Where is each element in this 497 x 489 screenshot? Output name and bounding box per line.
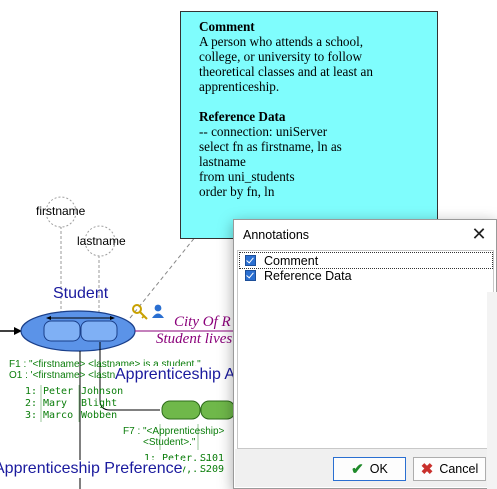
fact-role-box-2[interactable] <box>200 400 236 420</box>
reference-data-checkbox[interactable] <box>245 270 256 281</box>
f7-row-b: S101 <box>200 453 225 464</box>
preference-label: Apprenticeship Preference <box>0 460 183 478</box>
reference-line: from uni_students <box>199 169 295 184</box>
f7-row-a: Mary,... <box>162 464 211 475</box>
student-role-box-1[interactable] <box>43 320 81 342</box>
f7-row-num: 1: <box>144 453 157 464</box>
lives-label: Student lives <box>156 331 233 347</box>
dialog-footer: ✔ OK ✖ Cancel <box>235 449 495 487</box>
list-item-comment[interactable]: Comment <box>239 252 493 269</box>
comment-checkbox[interactable] <box>245 255 256 266</box>
student-entity-label: Student <box>53 285 109 302</box>
population-row-last: Blight <box>81 398 118 409</box>
list-item-reference-data[interactable]: Reference Data <box>240 268 492 283</box>
check-icon: ✔ <box>351 461 364 478</box>
lastname-label: lastname <box>77 234 126 248</box>
population-row-last: Johnson <box>81 386 124 397</box>
person-icon <box>152 304 164 318</box>
reference-heading: Reference Data <box>199 109 286 124</box>
uniqueness-left-tip <box>46 316 51 320</box>
annotations-list[interactable]: Comment Reference Data <box>237 250 494 449</box>
population-row-num: 1: <box>25 386 38 397</box>
population-row-last: Wobben <box>81 410 118 421</box>
ok-button[interactable]: ✔ OK <box>333 457 406 481</box>
reference-line: order by fn, ln <box>199 184 275 199</box>
fact-role-box-1[interactable] <box>161 400 201 420</box>
comment-heading: Comment <box>199 19 255 34</box>
ok-label: OK <box>369 462 388 476</box>
comment-line: A person who attends a school, <box>199 34 364 49</box>
lastname-attribute-shape[interactable] <box>84 225 116 257</box>
note-spacer <box>199 94 419 109</box>
f7-verbalization-line1: F7 : "<Apprenticeship> <box>123 426 225 437</box>
apprenticeship-label: Apprenticeship A <box>115 366 236 384</box>
cancel-label: Cancel <box>439 462 479 476</box>
population-row-num: 2: <box>25 398 38 409</box>
vertical-scrollbar[interactable] <box>487 292 497 489</box>
close-icon[interactable]: ✕ <box>471 223 487 244</box>
comment-line: college, or university to follow <box>199 49 362 64</box>
reference-line: select fn as firstname, ln as <box>199 139 342 154</box>
cancel-button[interactable]: ✖ Cancel <box>413 457 486 481</box>
o1-verbalization: O1 : '<firstname> <lastname> <box>9 370 141 381</box>
student-role-box-2[interactable] <box>80 320 118 342</box>
population-row-first: Marco <box>43 410 74 421</box>
reference-line: -- connection: uniServer <box>199 124 328 139</box>
comment-note[interactable]: Comment A person who attends a school, c… <box>180 11 438 239</box>
firstname-label: firstname <box>36 204 86 218</box>
reference-line: lastname <box>199 154 246 169</box>
apprenticeship-connector <box>99 342 160 411</box>
arrow-head <box>14 327 22 335</box>
list-item-label: Comment <box>264 253 319 268</box>
firstname-attribute-shape[interactable] <box>45 196 77 228</box>
note-connector <box>129 230 201 319</box>
cancel-icon: ✖ <box>420 461 434 478</box>
comment-line: apprenticeship. <box>199 79 280 94</box>
population-row-num: 3: <box>25 410 38 421</box>
f7-row-b: S209 <box>200 464 225 475</box>
key-icon <box>132 304 148 320</box>
f7-verbalization-line2: <Student>." <box>143 437 196 448</box>
uniqueness-right-tip <box>110 316 115 320</box>
comment-line: theoretical classes and at least an <box>199 64 373 79</box>
list-item-label: Reference Data <box>264 268 352 283</box>
city-label: City Of R <box>174 314 231 330</box>
f1-verbalization: F1 : "<firstname> <lastname> is a studen… <box>9 359 201 370</box>
annotations-dialog[interactable]: Annotations ✕ Comment Reference Data ✔ O… <box>233 219 497 489</box>
f7-row-a: Peter... <box>162 453 211 464</box>
dialog-title: Annotations <box>243 228 310 242</box>
population-row-first: Mary <box>43 398 68 409</box>
population-row-first: Peter <box>43 386 74 397</box>
